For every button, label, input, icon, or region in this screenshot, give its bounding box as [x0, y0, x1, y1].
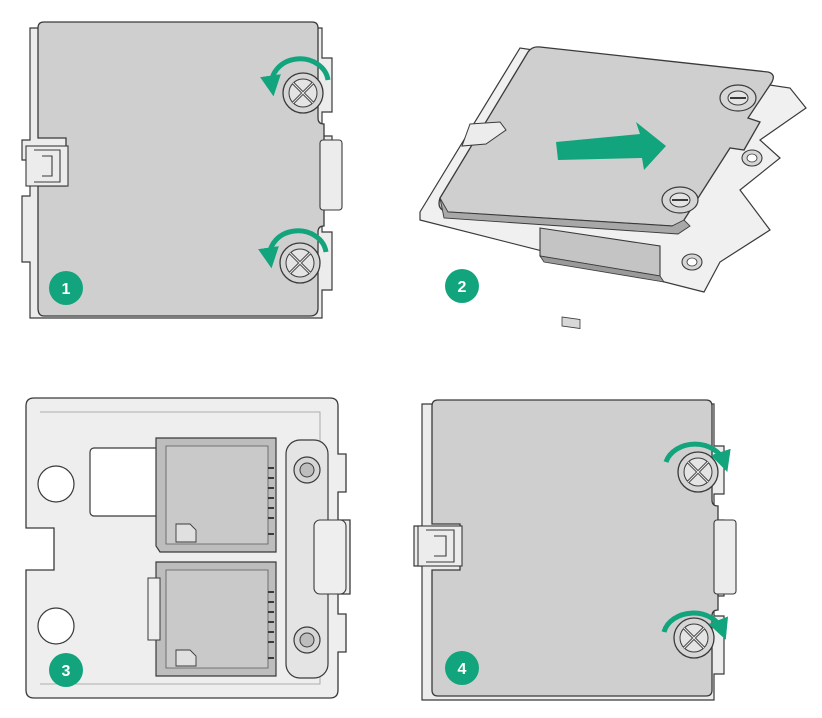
step-number-4: 4	[458, 661, 467, 678]
card-slot-label	[561, 316, 581, 329]
captive-screw-icon	[719, 84, 757, 112]
captive-screw-icon	[673, 617, 715, 659]
step-badge	[445, 269, 479, 303]
captive-screw-icon	[282, 72, 324, 114]
right-tab	[319, 139, 343, 211]
captive-screw-icon	[677, 451, 719, 493]
sd-card-slot-upper	[155, 437, 277, 553]
counterclockwise-arrow-icon	[258, 228, 329, 269]
sd-card-slot-lower	[147, 561, 277, 677]
step-number-2: 2	[458, 279, 467, 296]
step-number-3: 3	[62, 663, 71, 680]
card-slot-edge	[539, 255, 665, 283]
captive-screw-icon	[661, 186, 699, 214]
captive-screw-icon	[293, 456, 321, 484]
cover-slot	[461, 121, 507, 147]
slide-right-arrow-icon	[556, 122, 666, 170]
cover-plate	[431, 399, 719, 697]
right-tab	[713, 519, 737, 595]
right-tab	[313, 519, 347, 595]
left-clip	[417, 525, 463, 567]
tray-window	[89, 447, 163, 517]
mounting-hole	[37, 465, 75, 503]
step-badge	[49, 653, 83, 687]
step-badge	[445, 651, 479, 685]
step-3-panel: 3	[25, 397, 351, 699]
left-clip	[25, 145, 69, 187]
captive-screw-icon	[741, 149, 763, 167]
counterclockwise-arrow-icon	[260, 56, 331, 97]
clockwise-arrow-icon	[663, 441, 731, 472]
mounting-hole	[37, 607, 75, 645]
step-4-panel: 4	[413, 399, 737, 701]
step-1-panel: 1	[21, 21, 343, 319]
captive-screw-icon	[681, 253, 703, 271]
step-2-panel: 2	[419, 46, 807, 329]
captive-screw-icon	[279, 242, 321, 284]
captive-screw-icon	[293, 626, 321, 654]
cover-edge	[439, 197, 691, 235]
clockwise-arrow-icon	[661, 610, 729, 640]
step-number-1: 1	[62, 281, 71, 298]
step-badge	[49, 271, 83, 305]
